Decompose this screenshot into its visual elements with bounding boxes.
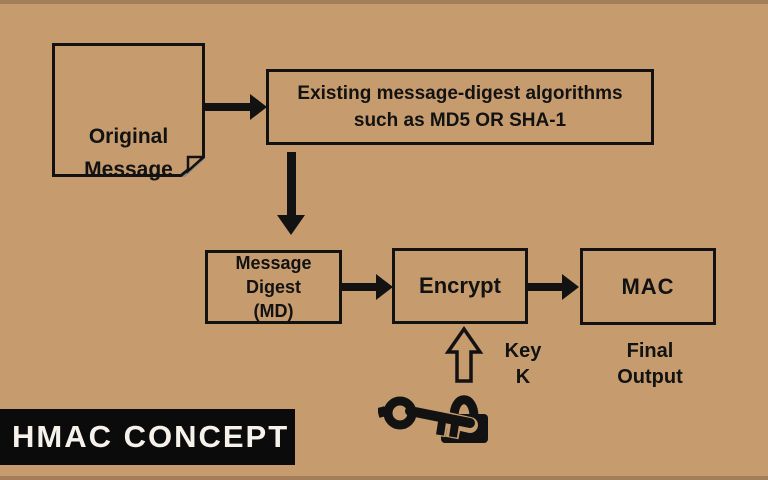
- key-k-label: Key K: [504, 340, 542, 388]
- page-title: HMAC CONCEPT: [12, 419, 290, 454]
- original-message-label: Original Message: [84, 125, 173, 181]
- node-message-digest: Message Digest (MD): [205, 250, 342, 324]
- bottom-edge-shade: [0, 476, 768, 480]
- node-digest-algorithms: Existing message-digest algorithms such …: [266, 69, 654, 145]
- final-output-label: Final Output: [617, 340, 683, 388]
- node-original-message: Original Message: [52, 43, 205, 181]
- up-arrow: [444, 326, 484, 383]
- top-edge-shade: [0, 0, 768, 4]
- lock-and-key-icon: [378, 395, 488, 443]
- title-banner: HMAC CONCEPT: [0, 409, 295, 465]
- node-mac: MAC: [580, 248, 716, 325]
- node-encrypt: Encrypt: [392, 248, 528, 324]
- original-message-document-shape: [52, 43, 205, 177]
